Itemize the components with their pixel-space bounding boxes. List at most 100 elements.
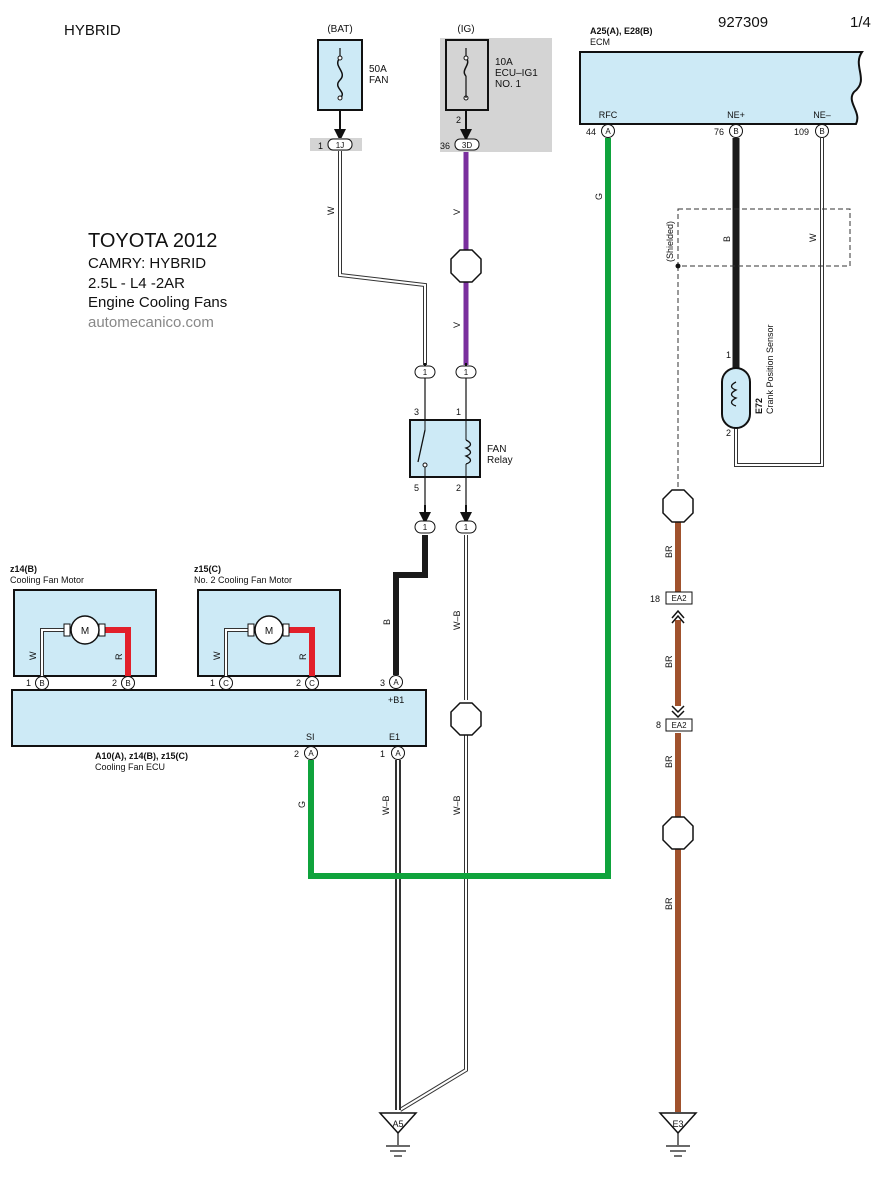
motor1-pin-w: 1 xyxy=(26,678,31,688)
ecu-name: Cooling Fan ECU xyxy=(95,762,165,772)
wire-w-bat xyxy=(338,150,427,365)
motor2-pin-w: 1 xyxy=(210,678,215,688)
fuse-ig-rating: 10A xyxy=(495,57,513,68)
motor2-id: z15(C) xyxy=(194,564,221,574)
ecm-box: A25(A), E28(B) ECM RFC NE+ NE– 44 A 76 B… xyxy=(579,26,864,138)
ecm-pin-ne-plus-num: 76 xyxy=(714,127,724,137)
fuse-bat: (BAT) 50A FAN 1 1J xyxy=(310,24,388,151)
relay-joint-top-v: 1 xyxy=(464,368,469,377)
fuse-ig-pin-inner: 2 xyxy=(456,115,461,125)
ecu-si-label: SI xyxy=(306,732,315,742)
splice-br-bot xyxy=(662,816,694,850)
diagram-code: 927309 xyxy=(718,14,769,31)
connector-ea2-bot: 8 EA2 xyxy=(656,705,693,732)
motor2-name: No. 2 Cooling Fan Motor xyxy=(194,575,292,585)
ecu-e1-num: 1 xyxy=(380,749,385,759)
label-b-ne: B xyxy=(722,236,732,242)
motor1-conn-r: B xyxy=(125,679,130,688)
motor1-wire-w: W xyxy=(28,651,38,660)
cooling-fan-ecu: 3 A +B1 SI E1 2 A 1 A A10(A), z14(B), z1… xyxy=(11,675,427,772)
ea2-bot-num: 8 xyxy=(656,720,661,730)
fuse-ig-connector: 3D xyxy=(462,141,472,150)
label-w-bat: W xyxy=(326,206,336,215)
ea2-top-name: EA2 xyxy=(671,594,687,603)
label-v-top: V xyxy=(452,209,462,215)
splice-wb xyxy=(450,702,482,736)
relay-joint-bot-wb: 1 xyxy=(464,523,469,532)
relay-pin1: 1 xyxy=(456,407,461,417)
label-br-4: BR xyxy=(664,897,674,910)
fuse-bat-pin: 1 xyxy=(318,141,323,151)
fuse-bat-rating: 50A xyxy=(369,64,387,75)
motor1-symbol: M xyxy=(81,626,89,637)
label-b-relay: B xyxy=(382,619,392,625)
ecm-pin-rfc-label: RFC xyxy=(599,110,618,120)
motor-z14: z14(B) Cooling Fan Motor M W R 1 B 2 B xyxy=(10,564,157,690)
relay-pin5: 5 xyxy=(414,483,419,493)
ecm-pin-rfc-num: 44 xyxy=(586,127,596,137)
section-label: HYBRID xyxy=(64,22,121,39)
motor2-pin-r: 2 xyxy=(296,678,301,688)
label-wb-e1: W–B xyxy=(381,795,391,815)
motor2-wire-w: W xyxy=(212,651,222,660)
shield-label: (Shielded) xyxy=(665,221,675,262)
ecm-pin-ne-minus-conn: B xyxy=(819,127,824,136)
label-wb-top: W–B xyxy=(452,610,462,630)
splice-br-top xyxy=(662,489,694,523)
motor1-pin-r: 2 xyxy=(112,678,117,688)
ecm-pin-ne-plus-label: NE+ xyxy=(727,110,745,120)
ground-e3-label: E3 xyxy=(672,1119,683,1129)
fuse-ig-pin: 36 xyxy=(440,141,450,151)
relay-name1: FAN xyxy=(487,444,506,455)
ecm-pin-ne-minus-num: 109 xyxy=(794,127,809,137)
wire-labels: W V V G B W B W–B G W–B W–B BR BR BR BR xyxy=(297,193,818,910)
title-engine: 2.5L - L4 -2AR xyxy=(88,274,185,292)
sensor-pin2: 2 xyxy=(726,428,731,438)
label-wb-bot: W–B xyxy=(452,795,462,815)
title-model: CAMRY: HYBRID xyxy=(88,255,207,272)
ecu-e1-label: E1 xyxy=(389,732,400,742)
fuse-ig-name2: NO. 1 xyxy=(495,79,522,90)
relay-pin2: 2 xyxy=(456,483,461,493)
motor1-conn-w: B xyxy=(39,679,44,688)
crank-sensor: 1 2 E72 Crank Position Sensor (Shielded) xyxy=(665,221,775,438)
motor-z15: z15(C) No. 2 Cooling Fan Motor M W R 1 C… xyxy=(194,564,341,690)
label-w-ne: W xyxy=(808,233,818,242)
motor2-wire-r: R xyxy=(298,653,308,660)
ecm-pin-ne-minus-label: NE– xyxy=(813,110,831,120)
label-br-3: BR xyxy=(664,755,674,768)
ecu-si-num: 2 xyxy=(294,749,299,759)
ecu-b1-label: +B1 xyxy=(388,695,404,705)
ecm-name: ECM xyxy=(590,37,610,47)
ecm-pin-ne-plus-conn: B xyxy=(733,127,738,136)
motor1-wire-r: R xyxy=(114,653,124,660)
motor2-symbol: M xyxy=(265,626,273,637)
ecm-id: A25(A), E28(B) xyxy=(590,26,653,36)
title-brand-year: TOYOTA 2012 xyxy=(88,230,218,252)
fuse-ig-name1: ECU–IG1 xyxy=(495,68,538,79)
ea2-top-num: 18 xyxy=(650,594,660,604)
relay-joint-top-w: 1 xyxy=(423,368,428,377)
fuse-bat-connector: 1J xyxy=(336,141,344,150)
sensor-name: Crank Position Sensor xyxy=(765,324,775,414)
wire-g-rfc xyxy=(308,138,611,879)
connector-ea2-top: 18 EA2 xyxy=(650,591,693,624)
ecu-si-conn: A xyxy=(308,749,314,758)
wire-wb-relay xyxy=(398,535,468,1112)
ea2-bot-name: EA2 xyxy=(671,721,687,730)
fuse-bat-source: (BAT) xyxy=(327,24,352,35)
label-g-ecm: G xyxy=(594,193,604,200)
motor2-conn-w: C xyxy=(223,679,229,688)
label-v-bot: V xyxy=(452,322,462,328)
ecu-e1-conn: A xyxy=(395,749,401,758)
relay-pin3: 3 xyxy=(414,407,419,417)
label-g-si: G xyxy=(297,801,307,808)
relay-joint-bot-b: 1 xyxy=(423,523,428,532)
title-system: Engine Cooling Fans xyxy=(88,294,228,311)
ground-e3: E3 xyxy=(658,1112,698,1157)
sensor-pin1: 1 xyxy=(726,350,731,360)
wire-w-ne-minus xyxy=(734,138,824,467)
ecm-pin-rfc-conn: A xyxy=(605,127,611,136)
shield-box xyxy=(675,208,851,490)
